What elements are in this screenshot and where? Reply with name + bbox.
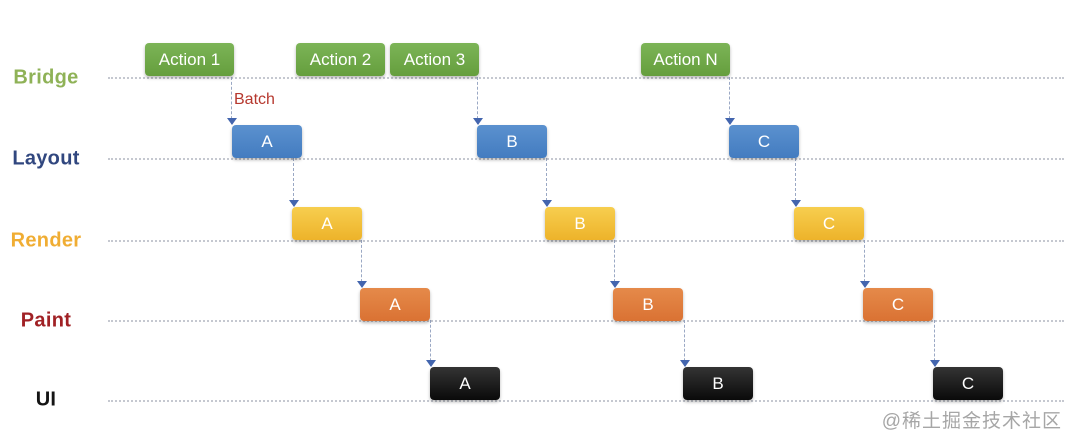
connector-layout-a-to-render-a [289,158,299,207]
box-paint-b: B [613,288,683,321]
lane-line-bridge [108,77,1064,79]
box-ui-a: A [430,367,500,400]
connector-actionN-to-layout-c [725,77,735,125]
watermark: @稀土掘金技术社区 [881,411,1062,432]
lane-label-render: Render [10,229,82,252]
lane-line-ui [108,400,1064,402]
connector-paint-c-to-ui-c [930,320,940,367]
box-render-c: C [794,207,864,240]
arrow-down-icon [357,281,367,288]
box-ui-c: C [933,367,1003,400]
arrow-down-icon [930,360,940,367]
box-layout-a: A [232,125,302,158]
connector-render-a-to-paint-a [357,240,367,288]
arrow-down-icon [426,360,436,367]
box-paint-c: C [863,288,933,321]
lane-line-paint [108,320,1064,322]
box-render-a: A [292,207,362,240]
connector-action1-to-layout-a [227,77,237,125]
connector-action3-to-layout-b [473,77,483,125]
box-render-b: B [545,207,615,240]
box-layout-b: B [477,125,547,158]
arrow-down-icon [289,200,299,207]
lane-line-render [108,240,1064,242]
arrow-down-icon [860,281,870,288]
lane-label-layout: Layout [12,147,80,170]
lane-label-paint: Paint [20,309,72,332]
connector-layout-c-to-render-c [791,158,801,207]
lane-label-bridge: Bridge [13,66,79,89]
arrow-down-icon [473,118,483,125]
box-bridge-action-n: Action N [641,43,730,76]
box-bridge-action-3: Action 3 [390,43,479,76]
box-paint-a: A [360,288,430,321]
arrow-down-icon [542,200,552,207]
arrow-down-icon [680,360,690,367]
arrow-down-icon [610,281,620,288]
lane-line-layout [108,158,1064,160]
lane-label-ui: UI [35,388,57,411]
arrow-down-icon [725,118,735,125]
arrow-down-icon [227,118,237,125]
connector-render-b-to-paint-b [610,240,620,288]
batch-label: Batch [234,91,275,108]
arrow-down-icon [791,200,801,207]
connector-render-c-to-paint-c [860,240,870,288]
box-bridge-action-2: Action 2 [296,43,385,76]
box-bridge-action-1: Action 1 [145,43,234,76]
connector-paint-a-to-ui-a [426,320,436,367]
connector-paint-b-to-ui-b [680,320,690,367]
connector-layout-b-to-render-b [542,158,552,207]
box-layout-c: C [729,125,799,158]
box-ui-b: B [683,367,753,400]
